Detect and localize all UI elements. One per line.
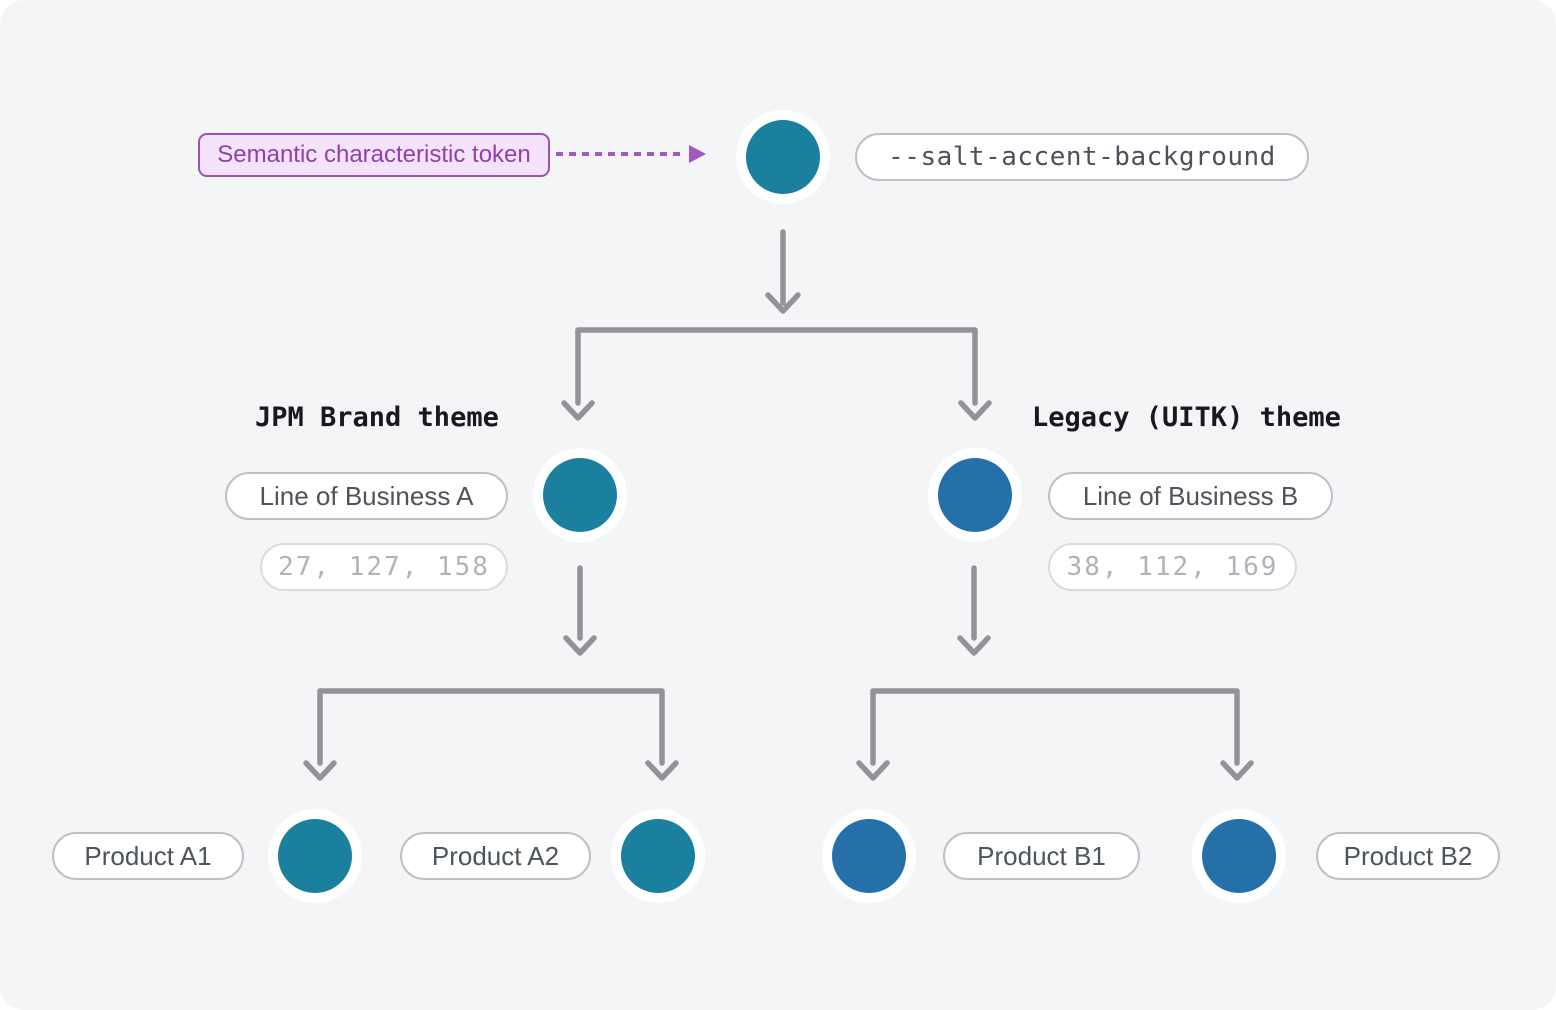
- product-a2-swatch: [611, 809, 705, 903]
- product-a1-swatch: [268, 809, 362, 903]
- product-a2-pill: Product A2: [400, 832, 591, 880]
- product-b1-color: [832, 819, 906, 893]
- arrow-fork-products-a: [303, 688, 679, 781]
- theme-b-heading: Legacy (UITK) theme: [1032, 402, 1341, 433]
- arrow-root-down: [765, 229, 801, 314]
- product-a2-color: [621, 819, 695, 893]
- product-b2-label: Product B2: [1343, 840, 1473, 871]
- semantic-token-callout-label: Semantic characteristic token: [217, 141, 531, 168]
- theme-a-rgb-value: 27, 127, 158: [278, 552, 490, 582]
- annotation-arrow: [556, 145, 706, 163]
- root-token-swatch: [736, 110, 830, 204]
- theme-a-lob-pill: Line of Business A: [225, 472, 508, 520]
- arrow-fork-products-b: [856, 688, 1254, 781]
- theme-b-swatch: [928, 448, 1022, 542]
- theme-b-lob-label: Line of Business B: [1082, 480, 1299, 511]
- theme-b-lob-pill: Line of Business B: [1048, 472, 1333, 520]
- semantic-token-callout: Semantic characteristic token: [198, 133, 550, 177]
- arrow-theme-a-down: [563, 565, 597, 656]
- theme-b-rgb-value: 38, 112, 169: [1066, 552, 1279, 582]
- token-name-pill: --salt-accent-background: [855, 133, 1309, 181]
- arrow-theme-b-down: [957, 565, 991, 656]
- product-a2-label: Product A2: [431, 840, 560, 871]
- theme-a-rgb-pill: 27, 127, 158: [260, 543, 508, 591]
- theme-a-lob-label: Line of Business A: [259, 480, 474, 511]
- arrow-fork-themes: [561, 327, 992, 421]
- product-a1-label: Product A1: [84, 840, 212, 871]
- product-b1-pill: Product B1: [943, 832, 1140, 880]
- token-name-label: --salt-accent-background: [888, 142, 1276, 172]
- product-b1-label: Product B1: [977, 840, 1106, 871]
- product-b2-pill: Product B2: [1316, 832, 1500, 880]
- theme-a-color: [543, 458, 617, 532]
- root-token-color: [746, 120, 820, 194]
- theme-b-rgb-pill: 38, 112, 169: [1048, 543, 1297, 591]
- product-a1-color: [278, 819, 352, 893]
- theme-a-swatch: [533, 448, 627, 542]
- theme-b-color: [938, 458, 1012, 532]
- product-a1-pill: Product A1: [52, 832, 244, 880]
- product-b2-swatch: [1192, 809, 1286, 903]
- product-b2-color: [1202, 819, 1276, 893]
- product-b1-swatch: [822, 809, 916, 903]
- theme-a-heading: JPM Brand theme: [255, 402, 499, 433]
